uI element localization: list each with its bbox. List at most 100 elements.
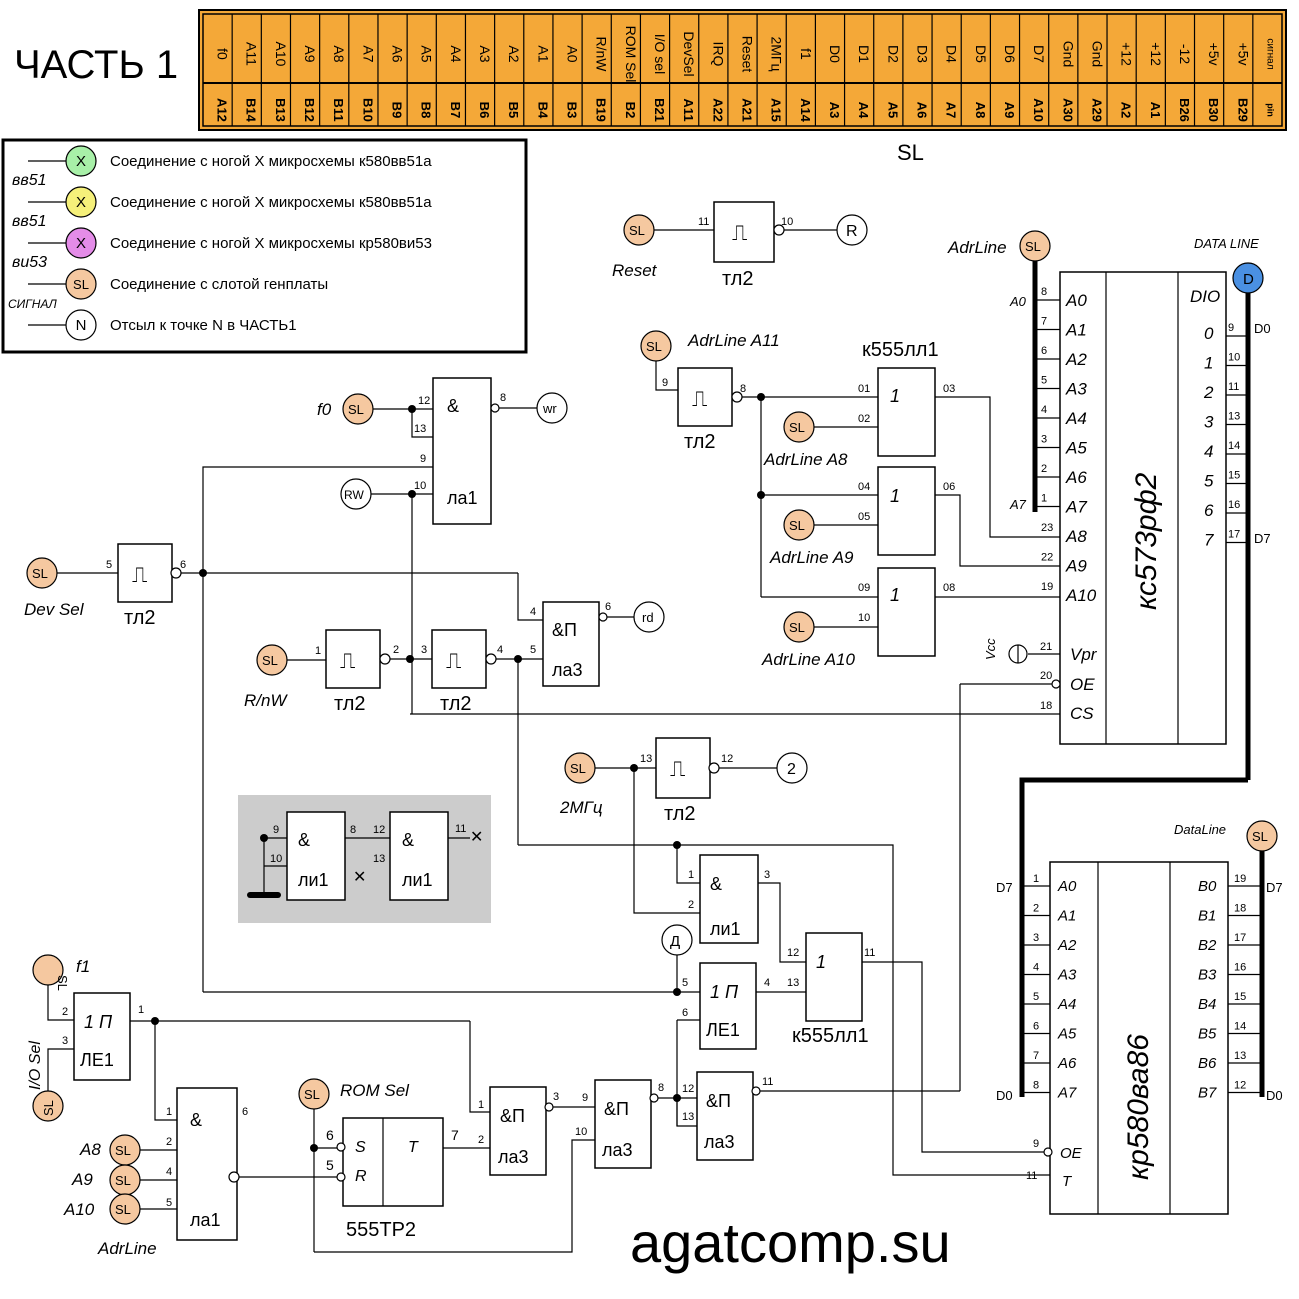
svg-text:11: 11 bbox=[1026, 1170, 1037, 1182]
svg-text:1 П: 1 П bbox=[84, 1012, 113, 1032]
svg-text:AdrLine A9: AdrLine A9 bbox=[769, 548, 854, 567]
svg-text:2МГц: 2МГц bbox=[559, 798, 603, 817]
svg-text:f0: f0 bbox=[317, 400, 332, 419]
legend-symbol: SL bbox=[73, 277, 89, 292]
svg-text:5: 5 bbox=[1041, 375, 1047, 387]
connector-signal: D5 bbox=[973, 45, 989, 63]
svg-text:&: & bbox=[447, 396, 459, 416]
connector-signal: D1 bbox=[856, 45, 872, 63]
svg-text:06: 06 bbox=[943, 481, 955, 493]
buffer-name: кр580ва86 bbox=[1122, 1034, 1155, 1180]
connector-signal: I/O sel bbox=[652, 34, 668, 74]
svg-text:SL: SL bbox=[570, 761, 586, 776]
svg-text:12: 12 bbox=[1234, 1080, 1246, 1092]
svg-text:A10: A10 bbox=[63, 1200, 95, 1219]
svg-text:SL: SL bbox=[115, 1202, 131, 1217]
svg-text:05: 05 bbox=[858, 511, 870, 523]
svg-text:8: 8 bbox=[658, 1082, 664, 1094]
svg-text:2: 2 bbox=[1033, 903, 1039, 915]
svg-text:AdrLine: AdrLine bbox=[97, 1239, 157, 1258]
connector-signal: A2 bbox=[506, 45, 522, 62]
read-gate-block: SL R/nW 1 ⎍ 2 тл2 3 ⎍ 4 тл2 5 4 &П ла3 6… bbox=[244, 601, 1052, 1176]
svg-text:9: 9 bbox=[273, 824, 279, 836]
svg-text:A8: A8 bbox=[79, 1140, 101, 1159]
svg-text:тл2: тл2 bbox=[664, 803, 696, 825]
svg-text:⎍: ⎍ bbox=[340, 648, 355, 673]
legend-tag: ви53 bbox=[12, 254, 47, 271]
legend-tag: вв51 bbox=[12, 172, 47, 189]
svg-text:A1: A1 bbox=[1065, 321, 1087, 340]
svg-text:CS: CS bbox=[1070, 704, 1094, 723]
svg-text:12: 12 bbox=[418, 395, 430, 407]
svg-text:B2: B2 bbox=[1198, 937, 1217, 954]
svg-text:2: 2 bbox=[787, 761, 796, 778]
connector-pin: B2 bbox=[623, 102, 638, 119]
svg-text:12: 12 bbox=[721, 753, 733, 765]
svg-text:8: 8 bbox=[1041, 286, 1047, 298]
svg-text:09: 09 bbox=[858, 582, 870, 594]
svg-text:ли1: ли1 bbox=[298, 870, 329, 890]
reset-block: SL Reset 11 ⎍ 10 R тл2 bbox=[612, 201, 868, 290]
svg-text:T: T bbox=[408, 1139, 419, 1156]
legend-marker-icon bbox=[65, 227, 97, 259]
svg-text:11: 11 bbox=[455, 823, 466, 835]
connector-pin: B13 bbox=[273, 98, 288, 122]
connector-signal: D3 bbox=[914, 45, 930, 63]
svg-text:&П: &П bbox=[500, 1106, 525, 1126]
address-decode-block: SL AdrLine A11 9 ⎍ 8 тл2 к555лл1 1 01 02… bbox=[640, 330, 1060, 669]
svg-text:10: 10 bbox=[270, 853, 282, 865]
connector-table: f0A12A11B14A10B13A9B12A8B11A7B10A6B9A5B8… bbox=[198, 9, 1287, 131]
svg-text:1: 1 bbox=[138, 1004, 144, 1016]
svg-text:DataLine: DataLine bbox=[1174, 822, 1226, 837]
connector-signal: R/nW bbox=[594, 37, 610, 73]
svg-text:5: 5 bbox=[166, 1197, 172, 1209]
svg-text:A9: A9 bbox=[1065, 557, 1087, 576]
svg-text:D7: D7 bbox=[996, 880, 1013, 895]
svg-text:14: 14 bbox=[1234, 1021, 1246, 1033]
svg-text:21: 21 bbox=[1040, 641, 1052, 653]
connector-signal: +5v bbox=[1235, 43, 1251, 66]
svg-text:A0: A0 bbox=[1065, 291, 1087, 310]
svg-text:1: 1 bbox=[688, 869, 694, 881]
svg-text:7: 7 bbox=[1041, 316, 1047, 328]
svg-text:ла3: ла3 bbox=[602, 1140, 633, 1160]
site-watermark: agatcomp.su bbox=[630, 1211, 951, 1274]
connector-pin: B8 bbox=[419, 102, 434, 119]
svg-text:1: 1 bbox=[1041, 493, 1047, 505]
svg-text:12: 12 bbox=[787, 947, 799, 959]
connector-signal: +12 bbox=[1148, 42, 1164, 66]
legend-symbol: N bbox=[76, 317, 87, 334]
svg-text:3: 3 bbox=[1204, 413, 1214, 432]
svg-text:5: 5 bbox=[326, 1157, 334, 1173]
legend-tag: СИГНАЛ bbox=[8, 297, 57, 311]
svg-text:⎍: ⎍ bbox=[132, 562, 147, 587]
svg-text:SL: SL bbox=[115, 1173, 131, 1188]
connector-signal: +12 bbox=[1119, 42, 1135, 66]
connector-pin: A2 bbox=[1119, 102, 1134, 119]
svg-text:AdrLine A10: AdrLine A10 bbox=[761, 650, 855, 669]
svg-text:SL: SL bbox=[789, 620, 805, 635]
svg-text:16: 16 bbox=[1228, 499, 1240, 511]
svg-text:AdrLine: AdrLine bbox=[947, 238, 1007, 257]
svg-text:к555лл1: к555лл1 bbox=[862, 339, 939, 361]
svg-text:S: S bbox=[355, 1139, 366, 1156]
svg-text:10: 10 bbox=[414, 480, 426, 492]
connector-pin: A15 bbox=[769, 98, 784, 122]
svg-text:SL: SL bbox=[115, 1143, 131, 1158]
svg-text:SL: SL bbox=[262, 653, 278, 668]
svg-text:10: 10 bbox=[858, 612, 870, 624]
svg-text:SL: SL bbox=[32, 566, 48, 581]
svg-text:R/nW: R/nW bbox=[244, 691, 288, 710]
svg-text:B0: B0 bbox=[1198, 878, 1217, 895]
svg-text:AdrLine A11: AdrLine A11 bbox=[687, 331, 780, 350]
svg-text:тл2: тл2 bbox=[334, 693, 366, 715]
svg-text:3: 3 bbox=[62, 1035, 68, 1047]
svg-text:19: 19 bbox=[1041, 581, 1053, 593]
svg-text:2: 2 bbox=[478, 1134, 484, 1146]
svg-text:⎍: ⎍ bbox=[446, 648, 461, 673]
svg-text:11: 11 bbox=[698, 216, 709, 228]
legend-text: Соединение с слотой генплаты bbox=[110, 276, 328, 293]
svg-text:SL: SL bbox=[304, 1087, 320, 1102]
unused-gate-inset: & ли1 & ли1 9 10 8 12 13 ✕ 11 ✕ bbox=[238, 795, 491, 923]
